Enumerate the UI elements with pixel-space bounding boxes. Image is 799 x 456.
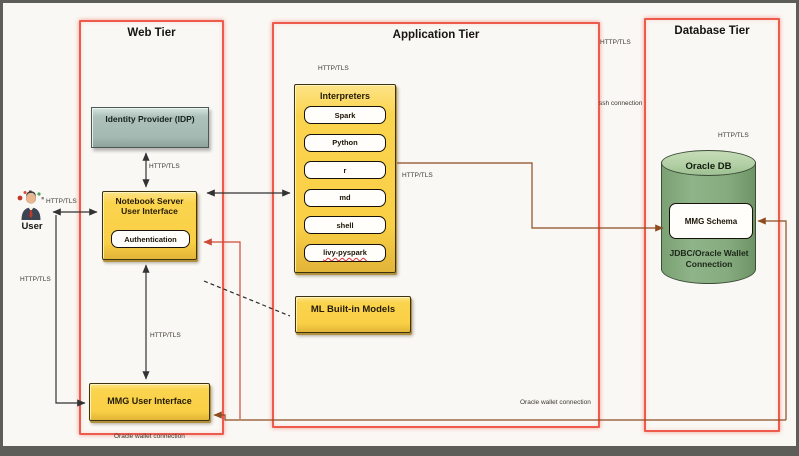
label-http-tls-idp: HTTP/TLS: [149, 163, 180, 170]
ml-built-in-models-label: ML Built-in Models: [310, 304, 396, 315]
interpreter-item-md: md: [304, 188, 386, 207]
database-tier-title: Database Tier: [674, 25, 750, 37]
interpreter-item-r: r: [304, 161, 386, 179]
bottom-border-bar: [3, 446, 796, 453]
label-oracle-wallet-app: Oracle wallet connection: [520, 399, 591, 406]
label-http-tls-nb-mmg: HTTP/TLS: [150, 332, 181, 339]
label-http-tls-user-mmg: HTTP/TLS: [20, 276, 51, 283]
interpreters-list: Spark Python r md shell livy-pyspark: [295, 101, 395, 262]
label-http-tls-db: HTTP/TLS: [718, 132, 749, 139]
interpreters-title: Interpreters: [319, 91, 371, 101]
authentication-node: Authentication: [111, 230, 190, 248]
mmg-user-interface-node: MMG User Interface: [89, 383, 210, 421]
web-tier-title: Web Tier: [127, 27, 176, 39]
jdbc-wallet-connection-label: JDBC/Oracle Wallet Connection: [669, 248, 749, 269]
mmg-schema-node: MMG Schema: [669, 203, 753, 239]
authentication-label: Authentication: [124, 234, 177, 244]
label-http-tls-tier-gap: HTTP/TLS: [600, 39, 631, 46]
application-tier-title: Application Tier: [392, 29, 480, 41]
mmg-schema-label: MMG Schema: [684, 216, 738, 226]
oracle-db-label: Oracle DB: [685, 161, 732, 172]
label-oracle-wallet-web: Oracle wallet connection: [114, 433, 185, 440]
database-cylinder-top: [661, 150, 756, 176]
user-person-icon: [17, 190, 44, 220]
user-label: User: [21, 221, 43, 232]
interpreters-node: Interpreters Spark Python r md shell liv…: [294, 84, 396, 273]
interpreter-item-python: Python: [304, 133, 386, 152]
identity-provider-label: Identity Provider (IDP): [105, 114, 195, 124]
notebook-server-ui-label: Notebook Server User Interface: [115, 196, 184, 216]
interpreter-item-shell: shell: [304, 216, 386, 234]
label-http-tls-user: HTTP/TLS: [46, 198, 77, 205]
label-http-tls-schema-line: HTTP/TLS: [402, 172, 433, 179]
label-http-tls-interpreters: HTTP/TLS: [318, 65, 349, 72]
label-ssh-connection: ssh connection: [599, 100, 643, 107]
notebook-server-ui-node: Notebook Server User Interface Authentic…: [102, 191, 197, 260]
ml-built-in-models-node: ML Built-in Models: [295, 296, 411, 333]
interpreter-item-spark: Spark: [304, 106, 386, 124]
identity-provider-node: Identity Provider (IDP): [91, 107, 209, 148]
interpreter-item-livy-pyspark: livy-pyspark: [304, 243, 386, 262]
mmg-user-interface-label: MMG User Interface: [107, 396, 192, 406]
